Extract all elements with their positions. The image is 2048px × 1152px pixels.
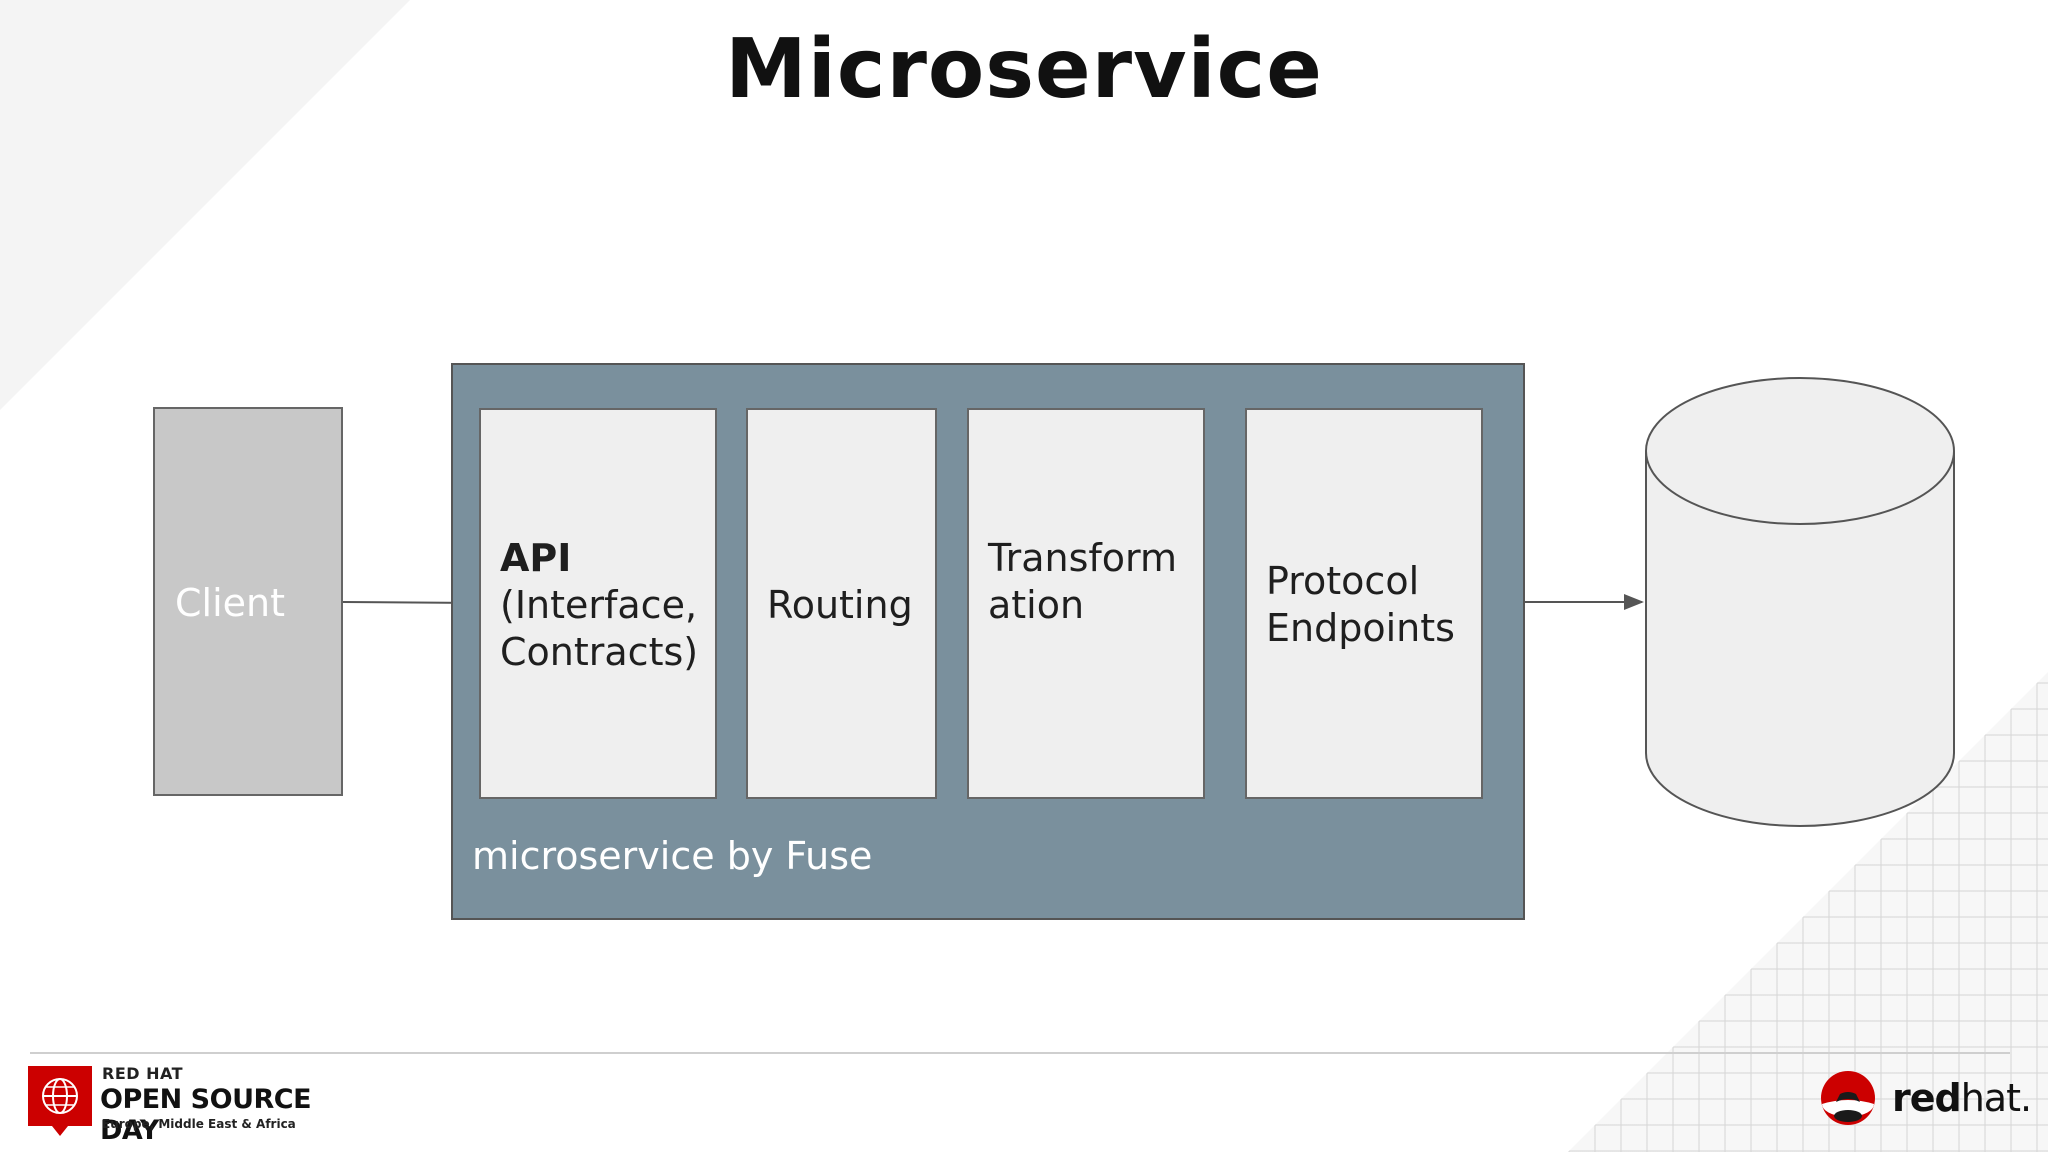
module-transformation-line: Transform [988, 536, 1178, 580]
database-cylinder [1645, 377, 1955, 827]
footer-divider [30, 1052, 2010, 1054]
slide-title: Microservice [725, 22, 1323, 117]
module-transformation-text: Transform ation [988, 535, 1177, 629]
module-routing: Routing [746, 408, 937, 799]
module-api-line: Contracts) [500, 630, 699, 674]
event-region: Europe, Middle East & Africa [102, 1117, 296, 1131]
module-transformation: Transform ation [967, 408, 1205, 799]
module-routing-line: Routing [767, 583, 913, 627]
module-api-heading: API [500, 536, 572, 580]
event-name: OPEN SOURCE DAY [100, 1084, 312, 1146]
globe-badge-icon [28, 1066, 92, 1136]
module-protocol-endpoints: Protocol Endpoints [1245, 408, 1483, 799]
redhat-wordmark-light: hat. [1960, 1076, 2032, 1120]
container-label: microservice by Fuse [472, 834, 873, 878]
module-api: API (Interface, Contracts) [479, 408, 717, 799]
shadowman-icon [1821, 1071, 1875, 1125]
client-label: Client [175, 581, 286, 625]
module-protocol-endpoints-line: Protocol [1266, 559, 1420, 603]
redhat-logo: redhat. [1816, 1068, 2032, 1128]
module-routing-text: Routing [767, 582, 913, 629]
microservice-container: API (Interface, Contracts) Routing Trans… [451, 363, 1525, 920]
client-node: Client [153, 407, 343, 796]
module-protocol-endpoints-line: Endpoints [1266, 606, 1455, 650]
redhat-wordmark: redhat. [1892, 1076, 2032, 1120]
redhat-wordmark-bold: red [1892, 1076, 1962, 1120]
event-brand-line: RED HAT [102, 1064, 184, 1083]
open-source-day-logo: RED HAT OPEN SOURCE DAY Europe, Middle E… [28, 1064, 358, 1146]
module-protocol-endpoints-text: Protocol Endpoints [1266, 558, 1455, 652]
module-transformation-line: ation [988, 583, 1085, 627]
module-api-text: API (Interface, Contracts) [500, 535, 698, 676]
background-corner-shape [0, 0, 410, 410]
module-api-line: (Interface, [500, 583, 698, 627]
